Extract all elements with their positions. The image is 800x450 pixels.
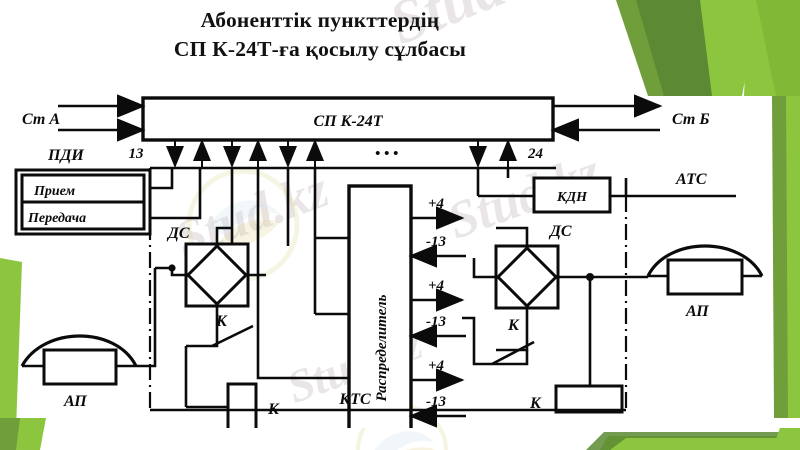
- ap-left-to-ds: [136, 268, 157, 368]
- ap-label-left: АП: [63, 393, 87, 410]
- voltage-label-4: -13: [426, 314, 446, 330]
- voltage-label-1: +4: [428, 196, 445, 212]
- channel-ellipsis: • • •: [375, 146, 398, 162]
- ap-arc-right: [646, 244, 764, 277]
- ds-right-top-wire: [496, 226, 529, 246]
- ds-left-top-wire: [215, 226, 232, 244]
- deco-top-right-6: [756, 0, 800, 96]
- ats-label: АТС: [675, 171, 707, 188]
- relay-switch-label-right: К: [507, 317, 520, 334]
- st-a-label: Ст А: [22, 111, 60, 128]
- ds-diamond-left: [185, 243, 249, 307]
- relay-coil-right: [554, 384, 624, 414]
- kdn-label: КДН: [556, 190, 588, 205]
- relay-switch-left-wire: [186, 306, 219, 348]
- voltage-label-3: +4: [428, 278, 445, 294]
- voltage-label-5: +4: [428, 358, 445, 374]
- relay-switch-right-blade2: [491, 340, 535, 366]
- receive-label: Прием: [33, 184, 76, 199]
- ap-arc-left: [20, 334, 138, 367]
- pdi-transmit-wire: [150, 168, 202, 220]
- ds-bridge-left: [184, 242, 250, 308]
- relay-switch-left-blade: [211, 324, 254, 348]
- deco-bottom-left-2: [0, 418, 20, 450]
- relay-coil-left: [226, 382, 258, 428]
- distributor-box: [347, 184, 413, 428]
- transmit-box: [20, 200, 146, 231]
- pdi-receive-wire: [150, 168, 174, 190]
- kts-label: КТС: [338, 391, 371, 408]
- relay-coil-label-right: К: [529, 395, 542, 412]
- deco-left-bar: [0, 258, 22, 430]
- ds-label-left: ДС: [166, 225, 190, 242]
- ds-diamond-right: [495, 245, 559, 309]
- ds-bridge-right: [494, 244, 560, 310]
- st-b-label: Ст Б: [672, 111, 710, 128]
- deco-bottom-right-block5: [772, 428, 800, 450]
- transmit-label: Передача: [27, 211, 86, 226]
- channel-last-label: 24: [527, 146, 544, 162]
- relay-switch-right-path: [462, 316, 476, 350]
- ds-left-node: [168, 264, 176, 272]
- ds-right-left-wire: [472, 258, 496, 279]
- relay-switch-right-wire2: [492, 350, 529, 366]
- voltage-label-6: -13: [426, 394, 446, 410]
- ds-label-right: ДС: [548, 223, 572, 240]
- ap-box-right: [666, 258, 744, 296]
- ap-box-left: [42, 348, 118, 386]
- main-block-label: СП К-24Т: [313, 113, 383, 130]
- pdi-label: ПДИ: [47, 147, 84, 164]
- voltage-label-2: -13: [426, 234, 446, 250]
- page-title: Абоненттік пункттердің СП К-24Т-ға қосыл…: [173, 8, 467, 61]
- schematic-diagram: СП К-24Т Ст А Ст Б • • • 13 24 ПДИ Прием…: [14, 94, 764, 428]
- relay-switch-right-wire3: [472, 350, 492, 366]
- distributor-in-3: [256, 308, 349, 380]
- deco-right-bar-2: [772, 96, 788, 418]
- channel-first-label: 13: [129, 146, 145, 162]
- distributor-label: Распределитель: [374, 294, 390, 401]
- ap-label-right: АП: [685, 303, 709, 320]
- deco-bottom-right-block4: [610, 438, 800, 450]
